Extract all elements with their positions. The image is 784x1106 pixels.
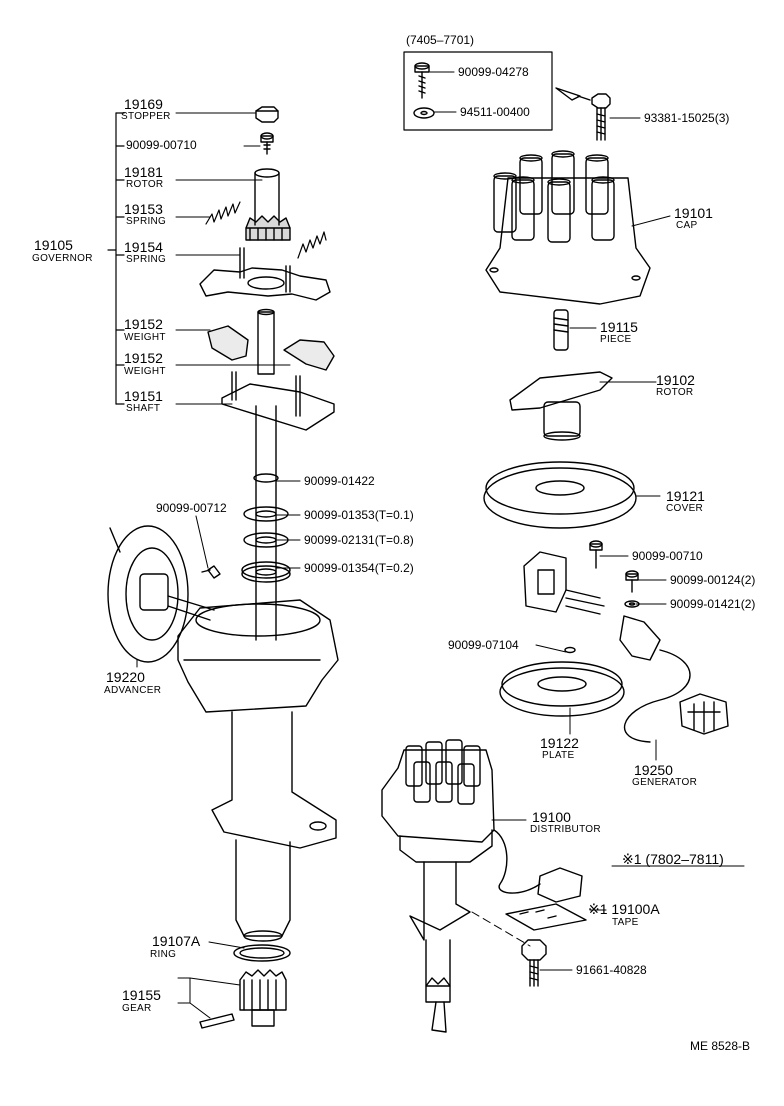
part-number-cap: 19101: [674, 205, 713, 221]
stopper-part: [255, 106, 279, 123]
inset-range-label: (7405–7701): [406, 33, 475, 47]
rotor-part: [509, 371, 613, 441]
governor-plate-part: [199, 247, 331, 301]
part-number-washer-02131: 90099-02131(T=0.8): [304, 533, 414, 547]
spring-part: [205, 201, 327, 259]
shaft-part: [221, 308, 335, 641]
part-name-piece: PIECE: [600, 334, 632, 345]
part-name-governor-rotor: ROTOR: [126, 179, 164, 190]
part-name-weight-lower: WEIGHT: [124, 366, 166, 377]
inset-screw-parts: [413, 62, 435, 119]
dashed-guide-line: [471, 911, 531, 947]
part-number-piece: 19115: [600, 319, 638, 335]
part-name-distributor: DISTRIBUTOR: [530, 824, 601, 835]
note-range-label: ※1 (7802–7811): [622, 851, 724, 867]
part-name-spring-upper: SPRING: [126, 216, 167, 227]
arrow-icon: [555, 87, 591, 101]
part-number-bolt: 91661-40828: [576, 963, 647, 977]
diagram-code: ME 8528-B: [690, 1039, 751, 1053]
part-number-washer-01422: 90099-01422: [304, 474, 375, 488]
leader-lines-left: [136, 112, 301, 1019]
cover-part: [483, 461, 637, 529]
part-number-spring-lower: 19154: [124, 239, 163, 255]
part-number-screw-07104: 90099-07104: [448, 638, 519, 652]
leader-lines-right: [429, 71, 745, 971]
part-number-washer-01421: 90099-01421(2): [670, 597, 756, 611]
weight-part: [207, 325, 335, 371]
part-number-plate: 19122: [540, 735, 579, 751]
small-screw-parts: [564, 540, 640, 654]
part-name-governor: GOVERNOR: [32, 253, 93, 264]
part-number-washer-01353: 90099-01353(T=0.1): [304, 508, 414, 522]
part-number-spring-upper: 19153: [124, 201, 163, 217]
part-number-ring: 19107A: [152, 933, 201, 949]
part-number-rotor: 19102: [656, 372, 695, 388]
bolt-part: [521, 939, 547, 987]
washer-parts: [241, 473, 291, 583]
part-name-spring-lower: SPRING: [126, 254, 167, 265]
plate-part: [499, 661, 625, 717]
part-name-gear: GEAR: [122, 1003, 152, 1014]
part-number-generator: 19250: [634, 762, 673, 778]
part-name-advancer: ADVANCER: [104, 685, 162, 696]
part-number-stopper: 19169: [124, 96, 163, 112]
inset-box: [403, 51, 553, 131]
governor-rotor-part: [245, 168, 291, 241]
part-name-cover: COVER: [666, 503, 704, 514]
part-name-ring: RING: [150, 949, 177, 960]
part-name-generator: GENERATOR: [632, 777, 698, 788]
part-number-gear: 19155: [122, 987, 161, 1003]
part-name-cap: CAP: [676, 220, 698, 231]
hex-screw-part: [591, 93, 611, 141]
part-number-screw-00712: 90099-00712: [156, 501, 227, 515]
part-number-weight-upper: 19152: [124, 316, 163, 332]
part-number-cover: 19121: [666, 488, 705, 504]
advancer-part: [107, 525, 221, 663]
part-number-distributor: 19100: [532, 809, 571, 825]
part-number-screw: 90099-00710: [126, 138, 197, 152]
part-number-inset-screw: 90099-04278: [458, 65, 529, 79]
screw-part: [260, 132, 274, 155]
tape-part: [505, 903, 587, 931]
part-number-washer-01354: 90099-01354(T=0.2): [304, 561, 414, 575]
part-name-tape: TAPE: [612, 917, 639, 928]
part-number-advancer: 19220: [106, 669, 145, 685]
assembled-distributor-part: [381, 739, 583, 1033]
part-name-plate: PLATE: [542, 750, 575, 761]
part-number-governor-rotor: 19181: [124, 164, 163, 180]
part-name-shaft: SHAFT: [126, 403, 161, 414]
part-name-weight-upper: WEIGHT: [124, 332, 166, 343]
part-number-shaft: 19151: [124, 388, 163, 404]
part-name-stopper: STOPPER: [121, 111, 171, 122]
part-name-rotor: ROTOR: [656, 387, 694, 398]
part-number-governor: 19105: [34, 237, 73, 253]
governor-bracket: [107, 112, 125, 405]
generator-part: [523, 551, 729, 743]
part-number-screw-00710-right: 90099-00710: [632, 549, 703, 563]
distributor-cap-part: [485, 150, 651, 305]
part-number-weight-lower: 19152: [124, 350, 163, 366]
part-number-cap-screw: 93381-15025(3): [644, 111, 730, 125]
part-number-inset-washer: 94511-00400: [460, 105, 530, 119]
ring-gear-parts: [199, 944, 291, 1029]
part-number-screw-00124: 90099-00124(2): [670, 573, 756, 587]
part-number-tape: ※1 19100A: [588, 901, 660, 917]
piece-part: [553, 309, 569, 351]
distributor-housing-part: [177, 599, 339, 942]
